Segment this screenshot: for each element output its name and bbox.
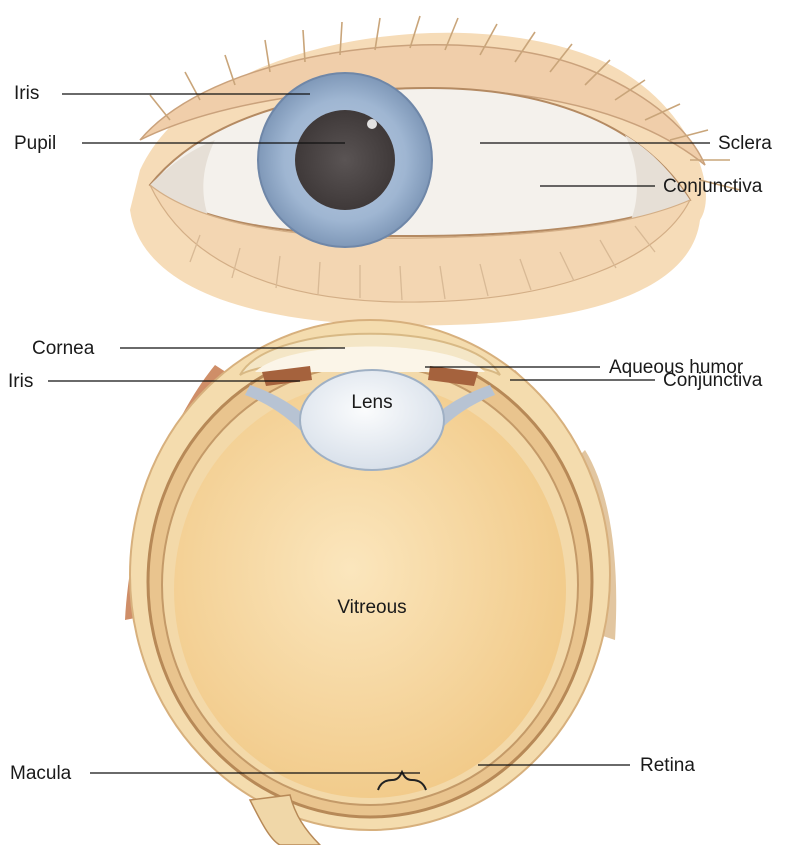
label-sclera: Sclera — [718, 134, 772, 153]
label-iris-external: Iris — [14, 84, 39, 103]
label-vitreous: Vitreous — [337, 597, 406, 618]
pupil-disc — [295, 110, 395, 210]
label-conjunctiva-external: Conjunctiva — [663, 177, 762, 196]
label-retina: Retina — [640, 756, 695, 775]
label-lens: Lens — [351, 392, 392, 413]
label-macula: Macula — [10, 764, 71, 783]
lens-shape — [300, 370, 444, 470]
label-iris-section: Iris — [8, 372, 33, 391]
label-cornea: Cornea — [32, 339, 94, 358]
external-eye — [130, 16, 740, 326]
label-conjunctiva-section: Conjunctiva — [663, 371, 762, 390]
label-pupil: Pupil — [14, 134, 56, 153]
